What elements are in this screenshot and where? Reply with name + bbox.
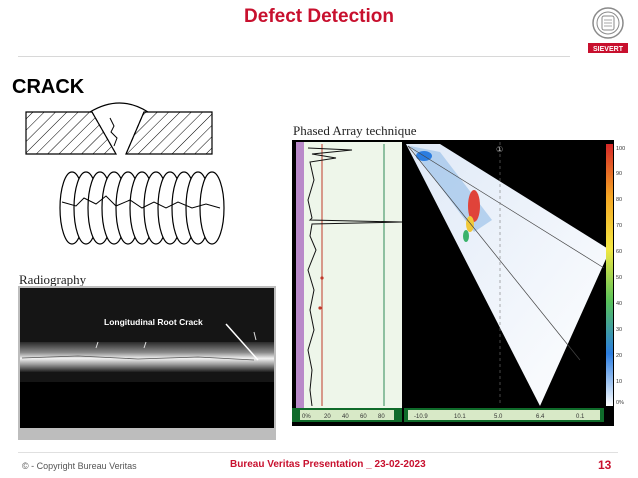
color-scale-ticks: 100 90 80 70 60 50 40 30 20 10 0% (616, 146, 634, 408)
color-scale-tick: 60 (616, 249, 623, 255)
color-scale-tick: 50 (616, 275, 623, 281)
section-heading: CRACK (12, 76, 85, 98)
color-scale-tick: 90 (616, 171, 623, 177)
ascan-tick: 40 (342, 414, 349, 420)
sector-tick: -10.9 (414, 414, 428, 420)
radiography-caption: Radiography (19, 272, 87, 287)
ascan-tick: 80 (378, 414, 385, 420)
footer-presentation: Bureau Veritas Presentation _ 23-02-2023 (230, 459, 426, 470)
color-scale-tick: 80 (616, 197, 623, 203)
color-scale-tick: 10 (616, 379, 623, 385)
logo-text: SIEVERT (593, 46, 624, 53)
radiograph-image (18, 286, 276, 440)
sector-tick: 10.1 (454, 414, 466, 420)
ascan-tick: 0% (302, 414, 311, 420)
sector-marker: ① (496, 145, 503, 154)
ascan-tick: 60 (360, 414, 367, 420)
header-divider (18, 56, 570, 57)
color-scale-tick: 70 (616, 223, 623, 229)
slide-title: Defect Detection (244, 6, 394, 27)
weld-bead-crack-sketch (59, 171, 225, 245)
color-scale-tick: 30 (616, 327, 623, 333)
bureau-veritas-sievert-logo: SIEVERT (588, 7, 628, 53)
radiograph-annotation: Longitudinal Root Crack (104, 317, 203, 327)
color-scale-tick: 20 (616, 353, 623, 359)
color-scale-tick: 0% (616, 400, 624, 406)
footer-copyright: © - Copyright Bureau Veritas (22, 461, 137, 471)
phased-array-display: 0% 20 40 60 80 ① -10.9 10.1 5.0 6.4 0.1 (292, 140, 614, 426)
phased-array-caption: Phased Array technique (293, 123, 417, 138)
color-scale-tick: 40 (616, 301, 623, 307)
footer-divider (18, 452, 618, 453)
sector-tick: 6.4 (536, 414, 545, 420)
ascan-tick: 20 (324, 414, 331, 420)
page-number: 13 (598, 458, 612, 472)
color-scale-tick: 100 (616, 146, 626, 152)
weld-crack-cross-section (25, 102, 213, 155)
sector-tick: 5.0 (494, 414, 503, 420)
sector-tick: 0.1 (576, 414, 585, 420)
